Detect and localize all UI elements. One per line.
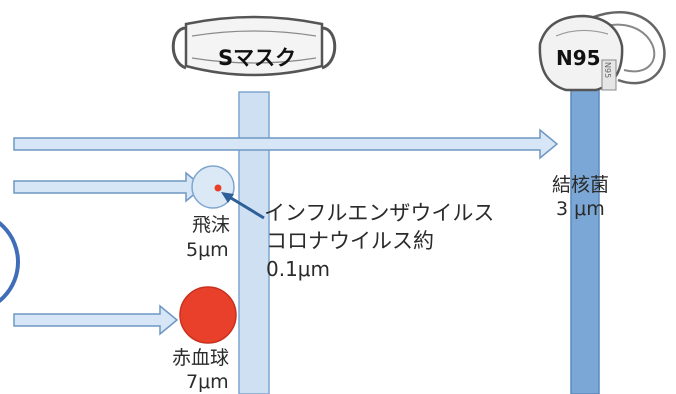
n95-mask-icon: [538, 11, 666, 92]
n95-side-mark: N95: [603, 62, 612, 79]
long-arrow: [13, 128, 559, 160]
virus-label-line2: コロナウイルス約: [266, 229, 434, 253]
virus-label-line3: 0.1μm: [266, 257, 331, 281]
virus-pointer-head: [221, 192, 234, 203]
rbc-particle: [179, 286, 237, 344]
n95-filter-bar: [570, 87, 600, 394]
rbc-name: 赤血球: [172, 347, 230, 369]
droplet-arrow: [13, 171, 205, 203]
surgical-mask-label: Sマスク: [218, 46, 297, 70]
rbc-size: 7μm: [186, 371, 229, 393]
tb-name: 結核菌: [552, 174, 610, 196]
n95-mask-label: N95: [556, 46, 601, 70]
droplet-particle: [191, 165, 235, 209]
virus-pointer-line: [225, 193, 265, 220]
rbc-arrow: [13, 304, 179, 336]
surgical-mask-icon: [171, 15, 337, 77]
droplet-size: 5μm: [186, 239, 229, 261]
droplet-name: 飛沫: [192, 214, 231, 236]
virus-dot: [214, 184, 222, 192]
large-particle-circle: [0, 221, 20, 303]
tb-size: 3 μm: [556, 198, 605, 220]
virus-label-line1: インフルエンザウイルス: [264, 201, 495, 225]
